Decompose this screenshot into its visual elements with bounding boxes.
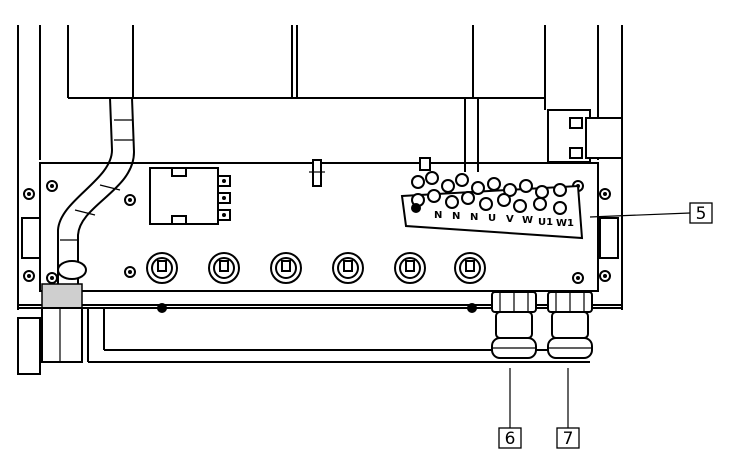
callout-6: 6 [498,427,522,449]
terminal-label: N [434,210,442,221]
cable-gland-left [491,291,537,359]
grommet [208,252,240,284]
cable-gland-right [547,291,593,359]
relay-module [149,167,231,225]
grommet [394,252,426,284]
grommet [454,252,486,284]
callout-label: 7 [563,429,574,449]
grommet [270,252,302,284]
ground-terminal [411,203,421,213]
callout-label: 5 [696,204,707,224]
terminal-label: U1 [538,217,553,228]
terminal-label: V [506,214,514,225]
terminal-label: W1 [556,218,574,229]
grommet [146,252,178,284]
terminal-label: N [452,211,460,222]
callout-label: 6 [505,429,516,449]
terminal-block: N N N U V W U1 W1 [400,98,584,240]
terminal-screws [411,171,567,215]
grommet [332,252,364,284]
mounting-plate [39,159,599,292]
terminal-label: W [522,215,533,226]
cable-entry-row [146,252,486,284]
terminal-label: U [488,213,496,224]
terminal-label: N [470,212,478,223]
callout-leaders [509,212,691,428]
callout-5: 5 [689,202,713,224]
callout-7: 7 [556,427,580,449]
flex-conduit [57,97,136,285]
